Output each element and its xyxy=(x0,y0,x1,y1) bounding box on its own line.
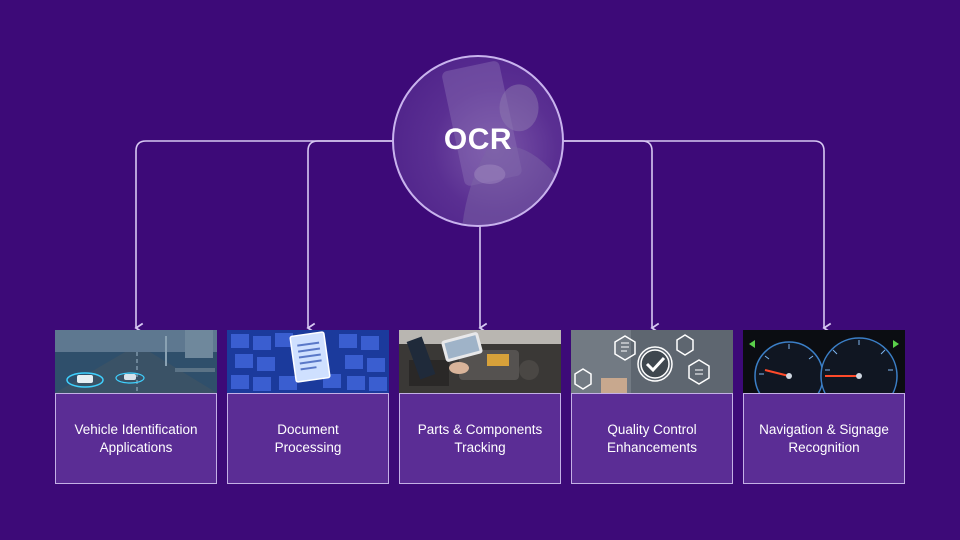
connector-document xyxy=(306,140,398,334)
connector-vehicle xyxy=(134,140,398,334)
engine-bay-image xyxy=(399,330,561,393)
quality-check-image xyxy=(571,330,733,393)
hub-title: OCR xyxy=(443,123,513,156)
dashboard-gauges-image xyxy=(743,330,905,393)
connector-navigation xyxy=(562,140,832,334)
hub-photo-image xyxy=(442,61,556,225)
connector-quality xyxy=(562,140,660,334)
ocr-hub-circle: OCR xyxy=(392,55,564,227)
vehicle-road-image xyxy=(55,330,217,393)
document-files-image xyxy=(227,330,389,393)
